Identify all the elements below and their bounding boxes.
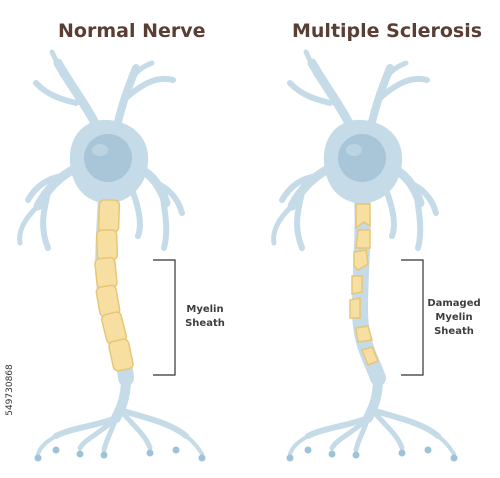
ms-neuron — [274, 52, 458, 462]
myelin-sheath — [94, 199, 134, 372]
damaged-sheath-bracket — [401, 259, 424, 376]
sheath-bracket — [153, 259, 176, 376]
normal-nerve-title: Normal Nerve — [58, 20, 206, 42]
myelin-sheath-label: Myelin Sheath — [185, 304, 225, 329]
multiple-sclerosis-title: Multiple Sclerosis — [292, 20, 483, 42]
damaged-myelin-sheath-label: Damaged Myelin Sheath — [427, 298, 481, 337]
normal-neuron — [20, 52, 206, 462]
damaged-myelin-sheath — [349, 203, 379, 366]
stock-id-label: 549730868 — [4, 364, 15, 416]
